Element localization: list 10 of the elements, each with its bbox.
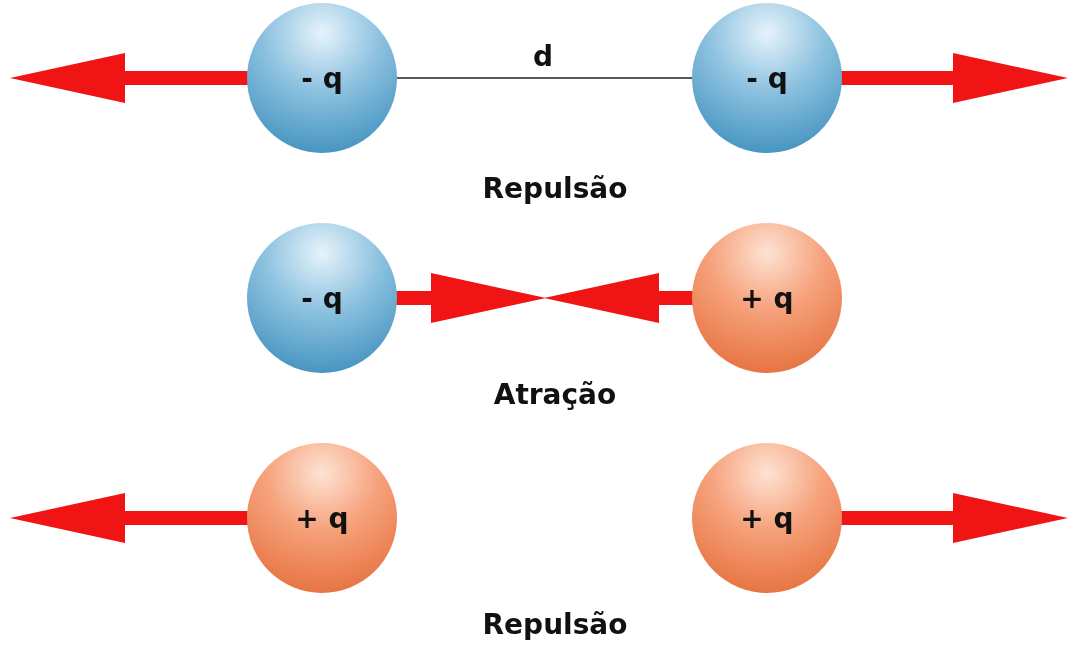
caption: Atração — [493, 378, 617, 411]
charge-label: - q — [301, 281, 343, 315]
caption: Repulsão — [482, 172, 628, 205]
charge-label: + q — [740, 281, 794, 315]
charge-label: - q — [746, 61, 788, 95]
caption: Repulsão — [482, 608, 628, 641]
charge-label: + q — [295, 501, 349, 535]
charge-label: + q — [740, 501, 794, 535]
charge-label: - q — [301, 61, 343, 95]
distance-label: d — [533, 40, 553, 73]
